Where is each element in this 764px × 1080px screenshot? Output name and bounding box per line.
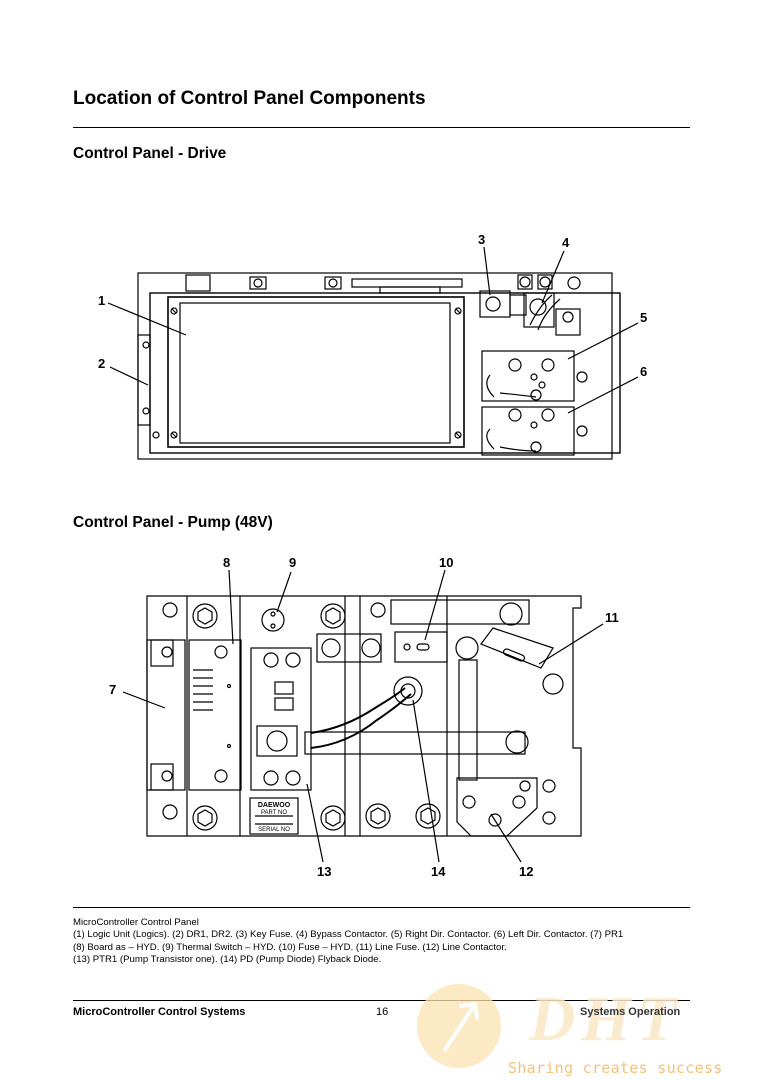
watermark-tagline: Sharing creates success	[508, 1059, 723, 1077]
caption-line: (1) Logic Unit (Logics). (2) DR1, DR2. (…	[73, 929, 624, 941]
pump-diode	[393, 676, 423, 706]
section-heading-drive: Control Panel - Drive	[73, 145, 227, 162]
callout-1: 1	[98, 293, 105, 308]
callout-5: 5	[640, 310, 647, 325]
hyd-board	[188, 639, 242, 791]
caption-line: (8) Board as – HYD. (9) Thermal Switch –…	[73, 941, 507, 953]
callout-12: 12	[519, 864, 533, 879]
callout-11: 11	[605, 610, 619, 625]
pr1-board	[146, 639, 186, 791]
logic-unit	[167, 296, 465, 448]
pump-panel-plate	[146, 595, 582, 837]
footer-divider	[73, 1000, 690, 1001]
right-dir-contactor	[481, 350, 575, 402]
drive-panel-plate	[137, 272, 613, 460]
pump-panel-diagram: DAEWOO PART NO SERIAL NO 8 9 10 11 7 13 …	[109, 555, 619, 879]
page-title: Location of Control Panel Components	[73, 88, 426, 109]
nameplate-brand: DAEWOO	[258, 802, 291, 809]
drive-panel-diagram: 1 2 3 4 5 6	[98, 232, 647, 460]
callout-14: 14	[431, 864, 446, 879]
callout-8: 8	[223, 555, 230, 570]
fuse-hyd	[394, 631, 448, 663]
left-dir-contactor	[481, 406, 575, 456]
line-fuse	[480, 627, 554, 669]
nameplate-serial: SERIAL NO	[258, 827, 290, 833]
svg-text:DHT: DHT	[528, 983, 682, 1054]
figure-caption: MicroController Control Panel (1) Logic …	[73, 917, 693, 967]
caption-line: MicroController Control Panel	[73, 917, 199, 928]
watermark-logo: DHT	[417, 983, 682, 1068]
caption-line: (13) PTR1 (Pump Transistor one). (14) PD…	[73, 954, 382, 966]
callout-6: 6	[640, 364, 647, 379]
callout-9: 9	[289, 555, 296, 570]
title-divider	[73, 127, 690, 128]
callout-10: 10	[439, 555, 453, 570]
footer-manual-title: MicroController Control Systems	[73, 1006, 246, 1018]
nameplate	[249, 797, 299, 835]
thermal-switch	[261, 608, 285, 632]
page-number: 16	[376, 1006, 389, 1018]
callout-2: 2	[98, 356, 105, 371]
callout-7: 7	[109, 682, 116, 697]
callout-3: 3	[478, 232, 485, 247]
section-heading-pump: Control Panel - Pump (48V)	[73, 514, 273, 531]
ptr1-transistor	[250, 647, 312, 791]
nameplate-part: PART NO	[261, 810, 287, 816]
footer-section-title: Systems Operation	[580, 1006, 681, 1018]
callout-13: 13	[317, 864, 331, 879]
callout-4: 4	[562, 235, 570, 250]
caption-divider	[73, 907, 690, 908]
line-contactor	[456, 777, 538, 837]
